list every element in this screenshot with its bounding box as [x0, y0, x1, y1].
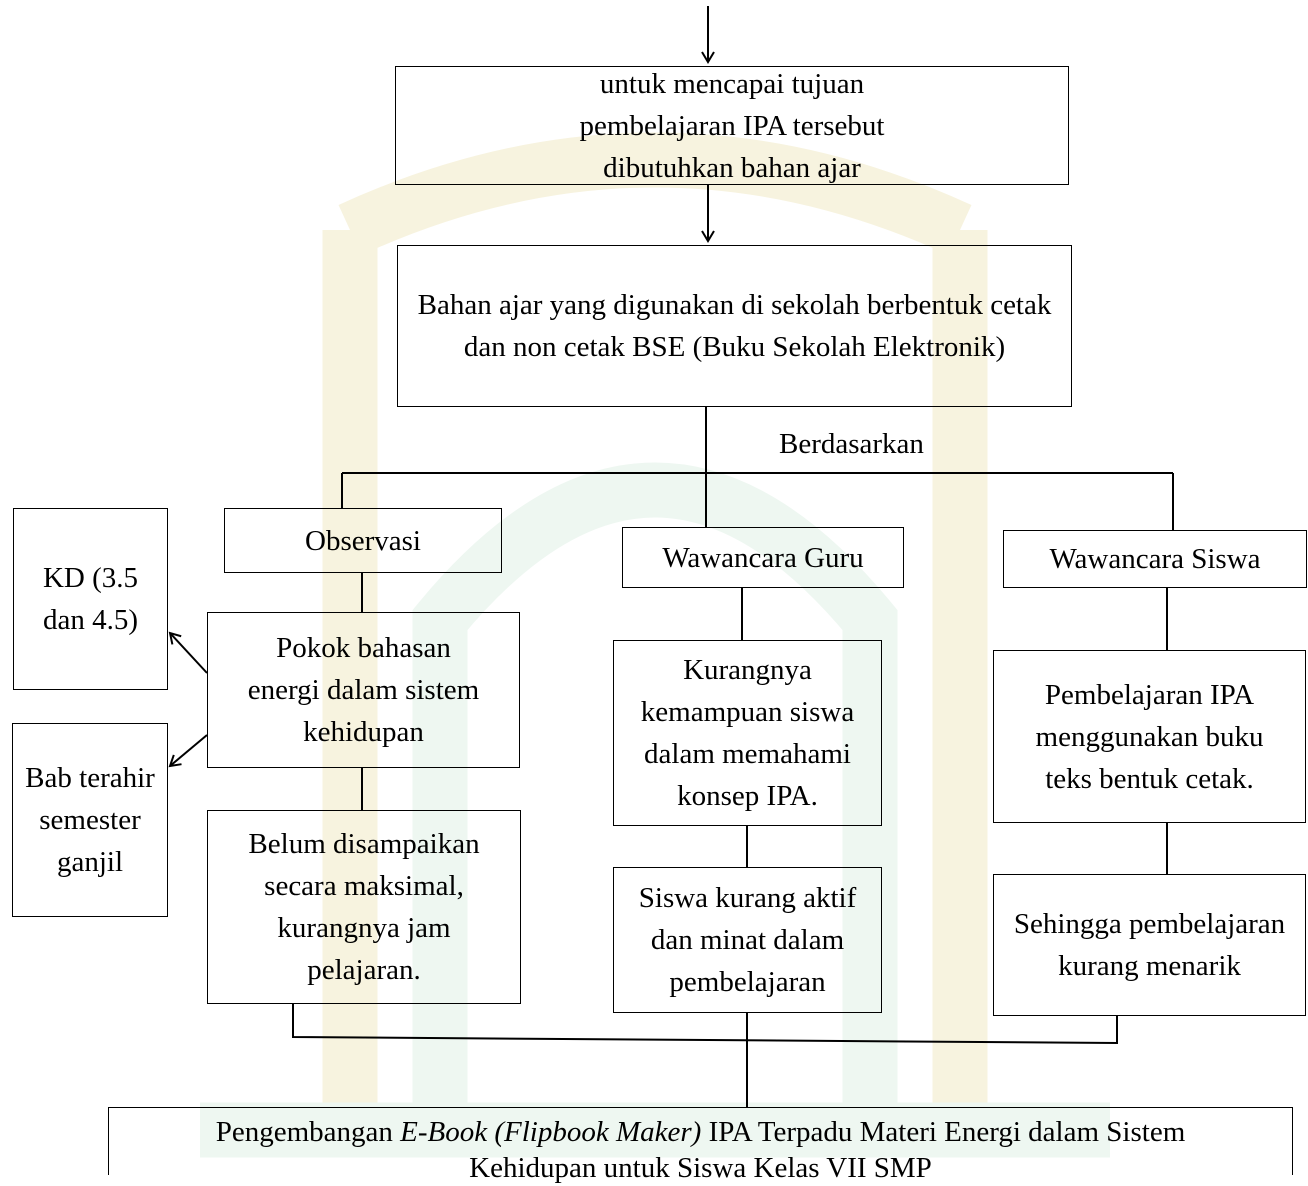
berdasarkan-label: Berdasarkan — [779, 428, 924, 460]
sehingga-box: Sehingga pembelajaran kurang menarik — [993, 874, 1306, 1016]
belum-disampaikan-text: Belum disampaikan secara maksimal, kuran… — [248, 828, 480, 986]
goal-text: untuk mencapai tujuan pembelajaran IPA t… — [579, 67, 885, 184]
final-italic: E-Book (Flipbook Maker) — [400, 1116, 702, 1148]
arrow-to-kd — [168, 631, 208, 674]
bahan-ajar-box: Bahan ajar yang digunakan di sekolah ber… — [397, 245, 1072, 407]
observasi-box: Observasi — [224, 508, 502, 573]
wawancara-siswa-text: Wawancara Siswa — [1049, 543, 1261, 575]
line-merge-bottom — [292, 1004, 1118, 1045]
wawancara-guru-text: Wawancara Guru — [662, 541, 864, 574]
kd-text: KD (3.5 dan 4.5) — [42, 562, 139, 636]
pembelajaran-ipa-text: Pembelajaran IPA menggunakan buku teks b… — [1035, 678, 1264, 795]
siswa-kurang-aktif-box: Siswa kurang aktif dan minat dalam pembe… — [613, 867, 882, 1013]
kurangnya-text: Kurangnya kemampuan siswa dalam memahami… — [640, 654, 855, 812]
final-prefix: Pengembangan — [215, 1116, 401, 1148]
wawancara-siswa-box: Wawancara Siswa — [1003, 530, 1307, 588]
sehingga-text: Sehingga pembelajaran kurang menarik — [1013, 908, 1286, 982]
bahan-ajar-text: Bahan ajar yang digunakan di sekolah ber… — [417, 289, 1052, 363]
final-text: Pengembangan E-Book (Flipbook Maker) IPA… — [151, 1114, 1251, 1186]
arrow-to-bab — [168, 734, 208, 768]
bab-box: Bab terahir semester ganjil — [12, 723, 168, 917]
pembelajaran-ipa-box: Pembelajaran IPA menggunakan buku teks b… — [993, 650, 1306, 823]
pokok-bahasan-box: Pokok bahasan energi dalam sistem kehidu… — [207, 612, 520, 768]
kurangnya-box: Kurangnya kemampuan siswa dalam memahami… — [613, 640, 882, 826]
siswa-kurang-aktif-text: Siswa kurang aktif dan minat dalam pembe… — [638, 882, 857, 998]
bab-text: Bab terahir semester ganjil — [25, 762, 155, 878]
goal-box: untuk mencapai tujuan pembelajaran IPA t… — [395, 66, 1069, 185]
observasi-text: Observasi — [305, 524, 421, 557]
final-box: Pengembangan E-Book (Flipbook Maker) IPA… — [108, 1107, 1293, 1184]
belum-disampaikan-box: Belum disampaikan secara maksimal, kuran… — [207, 810, 521, 1004]
kd-box: KD (3.5 dan 4.5) — [13, 508, 168, 690]
wawancara-guru-box: Wawancara Guru — [622, 527, 904, 588]
pokok-bahasan-text: Pokok bahasan energi dalam sistem kehidu… — [247, 632, 480, 748]
